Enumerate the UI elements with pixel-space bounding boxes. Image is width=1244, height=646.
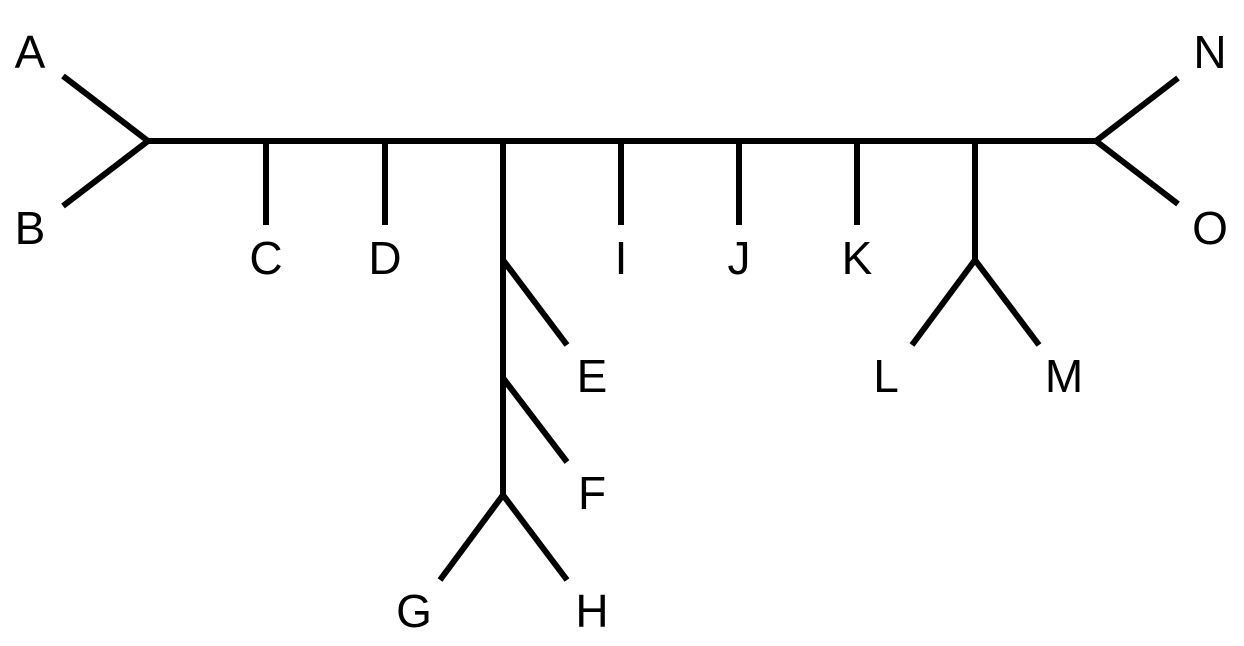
label-c: C: [249, 232, 282, 284]
label-g: G: [396, 585, 432, 637]
edge-e: [500, 258, 570, 347]
edge-f: [500, 376, 570, 464]
label-j: J: [728, 232, 751, 284]
label-o: O: [1192, 202, 1228, 254]
label-d: D: [368, 232, 401, 284]
edge-n: [1094, 75, 1180, 144]
label-f: F: [578, 467, 606, 519]
edge-h: [500, 493, 570, 582]
edge-o: [1094, 138, 1180, 207]
label-k: K: [842, 232, 873, 284]
label-h: H: [575, 585, 608, 637]
label-n: N: [1193, 26, 1226, 78]
edge-m: [972, 258, 1042, 347]
edge-g: [437, 493, 506, 582]
label-b: B: [15, 202, 46, 254]
label-l: L: [873, 350, 899, 402]
label-e: E: [577, 350, 608, 402]
edge-b: [61, 138, 150, 209]
label-m: M: [1045, 350, 1083, 402]
edge-a: [61, 73, 150, 144]
edge-l: [909, 258, 978, 347]
label-a: A: [15, 26, 46, 78]
label-i: I: [615, 232, 628, 284]
